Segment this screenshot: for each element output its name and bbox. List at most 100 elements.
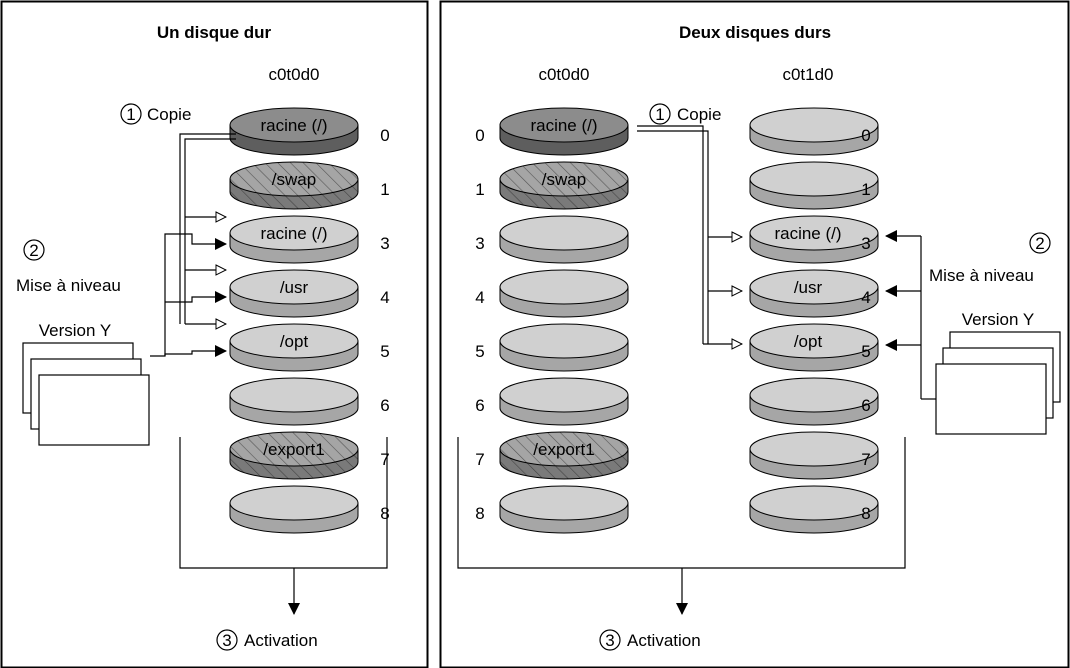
right-disk2-name: c0t1d0: [782, 65, 833, 84]
right-disk2-slice-number: 0: [861, 126, 870, 145]
right-disk1-slice-number: 1: [475, 180, 484, 199]
left-disk-slice-number: 3: [380, 234, 389, 253]
right-disk2-slice-top: [749, 215, 879, 251]
right-disk1-slice-label: racine (/): [530, 116, 597, 135]
left-disk-slice-number: 7: [380, 450, 389, 469]
left-disk-slice-3: racine (/)3: [229, 215, 390, 264]
right-disk1-slice-4: 4: [475, 269, 629, 318]
left-panel-title: Un disque dur: [157, 23, 272, 42]
left-step2-label: Mise à niveau: [16, 276, 121, 295]
right-disk1-slice-number: 0: [475, 126, 484, 145]
right-disk2-slice-number: 8: [861, 504, 870, 523]
left-disk-slice-top: [229, 377, 359, 413]
right-disk1-slice-5: 5: [475, 323, 629, 372]
left-release-docs: [22, 342, 150, 446]
right-disk1-slice-number: 5: [475, 342, 484, 361]
right-step2-num: 2: [1035, 234, 1044, 253]
right-disk1-slice-top: [499, 161, 629, 197]
right-disk1-slice-top: [499, 323, 629, 359]
left-disk-slice-label: /usr: [280, 278, 309, 297]
left-step3-label: Activation: [244, 631, 318, 650]
left-disk-slice-8: 8: [229, 485, 390, 534]
right-disk1-slice-0: racine (/) 0: [475, 107, 629, 156]
right-disk2-slice-top: [749, 161, 879, 197]
right-disk1-slice-6: 6: [475, 377, 629, 426]
right-disk2-slice-0: 0: [749, 107, 879, 156]
right-disk2-slice-top: [749, 107, 879, 143]
right-disk1-slice-label: /swap: [542, 170, 586, 189]
left-disk-slice-top: [229, 215, 359, 251]
right-disk1-name: c0t0d0: [538, 65, 589, 84]
left-disk-slice-0: racine (/) 0: [229, 107, 390, 156]
left-step1-label: Copie: [147, 105, 191, 124]
right-disk2-slice-number: 6: [861, 396, 870, 415]
left-activation-bracket: [179, 437, 388, 615]
right-disk2-slice-3: racine (/)3: [749, 215, 879, 264]
left-disk-slice-number: 8: [380, 504, 389, 523]
left-disk-slice-5: /opt 5: [229, 323, 390, 372]
left-disk-slice-number: 5: [380, 342, 389, 361]
right-disk2-slice-number: 1: [861, 180, 870, 199]
left-disk-slice-number: 0: [380, 126, 389, 145]
right-disk1-slice-top: [499, 269, 629, 305]
right-disk1-slice-number: 6: [475, 396, 484, 415]
right-step2-circle: [1029, 232, 1051, 254]
left-disk-slice-number: 1: [380, 180, 389, 199]
right-disk1-slice-number: 4: [475, 288, 484, 307]
right-step1-num: 1: [655, 105, 664, 124]
right-release-docs: [935, 331, 1061, 435]
right-release-label: Version Y: [962, 310, 1034, 329]
right-disk2-slice-1: 1: [749, 161, 879, 210]
right-disk1-slice-top: [499, 377, 629, 413]
right-disk1-slice-top: [499, 431, 629, 467]
right-disk2-slice-8: 8: [749, 485, 879, 534]
left-disk-slice-1: /swap 1: [229, 161, 390, 210]
right-upgrade-arrows: [885, 230, 936, 400]
right-step1-circle: [649, 103, 671, 125]
left-step2-circle: [23, 239, 45, 261]
left-step1-num: 1: [126, 105, 135, 124]
left-disk-slice-label: /opt: [280, 332, 309, 351]
right-disk1-slice-8: 8: [475, 485, 629, 534]
left-disk-slice-label: /export1: [263, 440, 324, 459]
right-step3-num: 3: [605, 631, 614, 650]
right-disk2-slice-top: [749, 323, 879, 359]
right-disk2-slice-top: [749, 485, 879, 521]
left-disk-slice-number: 6: [380, 396, 389, 415]
right-disk1-slice-number: 8: [475, 504, 484, 523]
right-disk2-slice-number: 4: [861, 288, 870, 307]
left-step3-num: 3: [222, 631, 231, 650]
right-disk1-stack: racine (/) 0/swap 1 3 4 5 6/export1 7 8: [475, 107, 629, 534]
right-disk1-slice-label: /export1: [533, 440, 594, 459]
right-disk2-slice-number: 3: [861, 234, 870, 253]
left-disk-slice-label: racine (/): [260, 116, 327, 135]
left-step3-circle: [216, 629, 238, 651]
left-step1-circle: [120, 103, 142, 125]
right-step2-label: Mise à niveau: [929, 266, 1034, 285]
right-copy-arrows: [637, 125, 742, 344]
left-step2-num: 2: [29, 241, 38, 260]
right-disk2-slice-number: 7: [861, 450, 870, 469]
left-release-label: Version Y: [39, 321, 111, 340]
right-disk1-slice-top: [499, 107, 629, 143]
left-disk-slice-top: [229, 269, 359, 305]
left-disk-slice-label: /swap: [272, 170, 316, 189]
right-disk2-slice-number: 5: [861, 342, 870, 361]
right-disk1-slice-number: 7: [475, 450, 484, 469]
right-disk1-slice-top: [499, 215, 629, 251]
right-disk2-slice-top: [749, 377, 879, 413]
right-disk2-slice-top: [749, 269, 879, 305]
right-step3-label: Activation: [627, 631, 701, 650]
right-disk2-slice-top: [749, 431, 879, 467]
right-panel-title: Deux disques durs: [679, 23, 831, 42]
right-disk1-slice-number: 3: [475, 234, 484, 253]
left-upgrade-arrows: [150, 233, 227, 357]
right-step3-circle: [599, 629, 621, 651]
right-disk2-slice-7: 7: [749, 431, 879, 480]
left-copy-arrows: [179, 133, 236, 324]
